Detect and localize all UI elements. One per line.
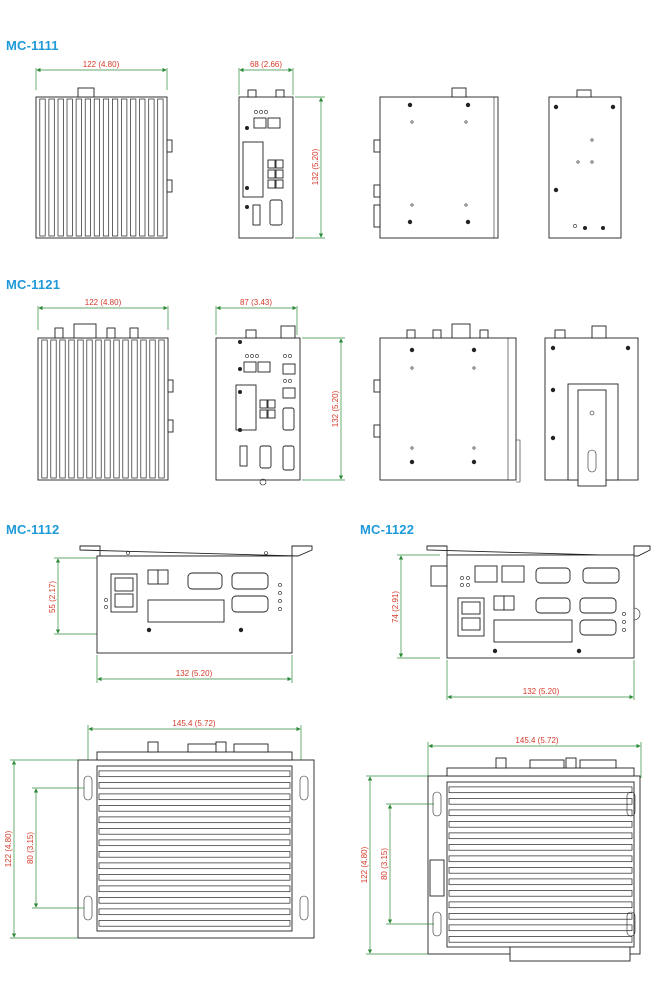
heatsink-fin: [148, 98, 155, 237]
mc-1121-front-view: 122 (4.80): [37, 298, 174, 481]
heatsink-fin: [448, 844, 633, 851]
mc-1111-side-view: 68 (2.66) 132 (5.20): [238, 60, 325, 239]
heatsink-fin: [112, 98, 119, 237]
mc-1121-back-view: [544, 325, 639, 487]
heatsink-fin: [77, 339, 84, 479]
heatsink-fin: [140, 339, 147, 479]
model-title-mc-1112: MC-1112: [6, 522, 60, 537]
heatsink-fin: [98, 908, 291, 916]
model-title-mc-1121: MC-1121: [6, 277, 61, 292]
heatsink-fin: [448, 878, 633, 886]
mc-1122-bottom-view: 145.4 (5.72) 122 (4.80) 80 (3.15): [360, 736, 642, 962]
mc-1112-bottom-view: 145.4 (5.72) 122 (4.80) 80 (3.15): [4, 719, 315, 939]
heatsink-fin: [98, 862, 291, 870]
mc-1121-height-label: 132 (5.20): [331, 390, 340, 427]
mc-1112-bottom-mount-label: 80 (3.15): [26, 832, 35, 864]
heatsink-fin: [98, 793, 291, 801]
heatsink-fin: [98, 828, 291, 835]
heatsink-fin: [98, 920, 291, 927]
heatsink-fin: [59, 339, 66, 479]
heatsink-fin: [104, 339, 111, 479]
model-title-mc-1111: MC-1111: [6, 38, 59, 53]
heatsink-fin: [448, 924, 633, 932]
mc-1121-width-label: 122 (4.80): [85, 298, 122, 307]
heatsink-fin: [448, 936, 633, 943]
heatsink-fin: [448, 832, 633, 840]
mc-1112-front-view: 55 (2.17) 132 (5.20): [48, 545, 313, 683]
heatsink-fin: [149, 339, 156, 479]
heatsink-fin: [84, 98, 91, 237]
heatsink-fin: [98, 782, 291, 789]
heatsink-fin: [448, 901, 633, 909]
mc-1112-bottom-fins: [98, 770, 291, 927]
heatsink-fin: [50, 339, 57, 479]
heatsink-fin: [95, 339, 102, 479]
mc-1111-width-label: 122 (4.80): [83, 60, 120, 69]
heatsink-fin: [98, 839, 291, 847]
heatsink-fin: [121, 98, 128, 237]
heatsink-fin: [448, 890, 633, 897]
heatsink-fin: [131, 339, 138, 479]
heatsink-fin: [448, 786, 633, 794]
heatsink-fin: [98, 770, 291, 778]
heatsink-fin: [157, 98, 164, 237]
heatsink-fin: [48, 98, 55, 237]
mc-1122-bottom-width-label: 145.4 (5.72): [515, 736, 558, 745]
heatsink-fin: [130, 98, 137, 237]
mc-1111-height-label: 132 (5.20): [311, 148, 320, 185]
heatsink-fin: [102, 98, 110, 237]
heatsink-fin: [93, 98, 100, 237]
mc-1111-back-view: [548, 89, 622, 239]
mc-1122-bottom-mount-label: 80 (3.15): [380, 848, 389, 880]
mc-1111-front-view: 122 (4.80): [35, 60, 173, 239]
mc-1121-depth-label: 87 (3.43): [240, 298, 272, 307]
heatsink-fin: [39, 98, 46, 237]
mc-1112-height-label: 55 (2.17): [48, 581, 57, 613]
heatsink-fin: [57, 98, 64, 237]
heatsink-fin: [139, 98, 146, 237]
mc-1122-front-view: 74 (2.91) 132 (5.20): [391, 545, 651, 700]
heatsink-fin: [98, 897, 291, 904]
heatsink-fin: [98, 851, 291, 858]
heatsink-fin: [448, 855, 633, 863]
heatsink-fin: [448, 913, 633, 920]
mc-1122-bottom-fins: [448, 786, 633, 943]
heatsink-fin: [158, 339, 165, 479]
heatsink-fin: [68, 339, 75, 479]
heatsink-fin: [98, 874, 291, 881]
mc-1121-front-fins: [41, 339, 165, 479]
heatsink-fin: [86, 339, 93, 479]
heatsink-fin: [66, 98, 73, 237]
heatsink-fin: [448, 867, 633, 874]
heatsink-fin: [98, 805, 291, 812]
heatsink-fin: [75, 98, 82, 237]
heatsink-fin: [448, 809, 633, 817]
heatsink-fin: [41, 339, 48, 479]
heatsink-fin: [122, 339, 129, 479]
mc-1112-bottom-width-label: 145.4 (5.72): [172, 719, 215, 728]
mc-1122-height-label: 74 (2.91): [391, 591, 400, 623]
mc-1111-rear-view: [373, 87, 499, 239]
heatsink-fin: [448, 821, 633, 828]
mc-1121-rear-view: [373, 323, 521, 483]
mc-1112-width-label: 132 (5.20): [176, 669, 213, 678]
mc-1122-width-label: 132 (5.20): [523, 687, 560, 696]
mc-1111-depth-label: 68 (2.66): [250, 60, 282, 69]
mc-1111-front-fins: [39, 98, 164, 237]
mc-1121-side-view: 87 (3.43) 132 (5.20): [215, 298, 345, 486]
model-title-mc-1122: MC-1122: [360, 522, 415, 537]
heatsink-fin: [98, 816, 291, 824]
heatsink-fin: [98, 885, 291, 893]
heatsink-fin: [113, 339, 120, 479]
mc-1112-bottom-depth-label: 122 (4.80): [4, 830, 13, 867]
mc-1122-bottom-depth-label: 122 (4.80): [360, 846, 369, 883]
heatsink-fin: [448, 798, 633, 805]
